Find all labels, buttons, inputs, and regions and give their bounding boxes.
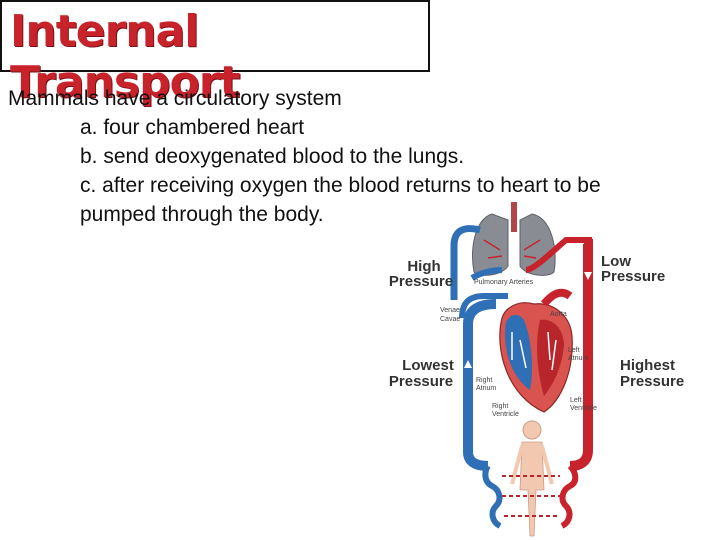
circulatory-diagram: High Pressure Low Pressure Lowest Pressu… bbox=[384, 200, 704, 540]
body-capillaries bbox=[482, 463, 579, 529]
intro-line: Mammals have a circulatory system bbox=[8, 87, 342, 110]
right-ventricle-label-2: Ventricle bbox=[492, 411, 519, 418]
right-ventricle-label-1: Right bbox=[492, 403, 508, 410]
left-ventricle-label-1: Left bbox=[570, 397, 582, 404]
point-b: b. send deoxygenated blood to the lungs. bbox=[80, 145, 465, 168]
high-pressure-label-2: Pressure bbox=[389, 273, 453, 290]
left-ventricle-label-2: Ventricle bbox=[570, 405, 597, 412]
right-atrium-label-1: Right bbox=[476, 377, 492, 384]
highest-pressure-label-2: Pressure bbox=[620, 373, 684, 390]
high-pressure-label-1: High bbox=[407, 258, 440, 275]
point-c: c. after receiving oxygen the blood retu… bbox=[80, 174, 601, 197]
lowest-pressure-label-1: Lowest bbox=[402, 357, 454, 374]
low-pressure-label-1: Low bbox=[601, 253, 631, 270]
pulmonary-arteries-label: Pulmonary Arteries bbox=[474, 279, 534, 286]
low-pressure-label-2: Pressure bbox=[601, 268, 665, 285]
point-a: a. four chambered heart bbox=[80, 116, 305, 139]
slide-title: Internal Transport bbox=[10, 6, 241, 108]
highest-pressure-label-1: Highest bbox=[620, 357, 675, 374]
left-atrium-label-1: Left bbox=[568, 347, 580, 354]
lowest-pressure-label-2: Pressure bbox=[389, 373, 453, 390]
lungs bbox=[472, 202, 556, 276]
human-figure bbox=[510, 420, 554, 537]
venae-cavae-label-1: Venae bbox=[440, 307, 460, 314]
heart bbox=[499, 288, 573, 413]
body-text: Mammals have a circulatory system a. fou… bbox=[8, 84, 601, 229]
title-box: Internal Transport bbox=[0, 0, 430, 108]
left-atrium-label-2: Atrium bbox=[568, 355, 588, 362]
venae-cavae-label-2: Cavae bbox=[440, 316, 460, 323]
point-c-continued: pumped through the body. bbox=[80, 203, 324, 226]
aorta-label: Aorta bbox=[550, 311, 567, 318]
circulatory-diagram-svg: High Pressure Low Pressure Lowest Pressu… bbox=[389, 202, 684, 537]
right-atrium-label-2: Atrium bbox=[476, 385, 496, 392]
